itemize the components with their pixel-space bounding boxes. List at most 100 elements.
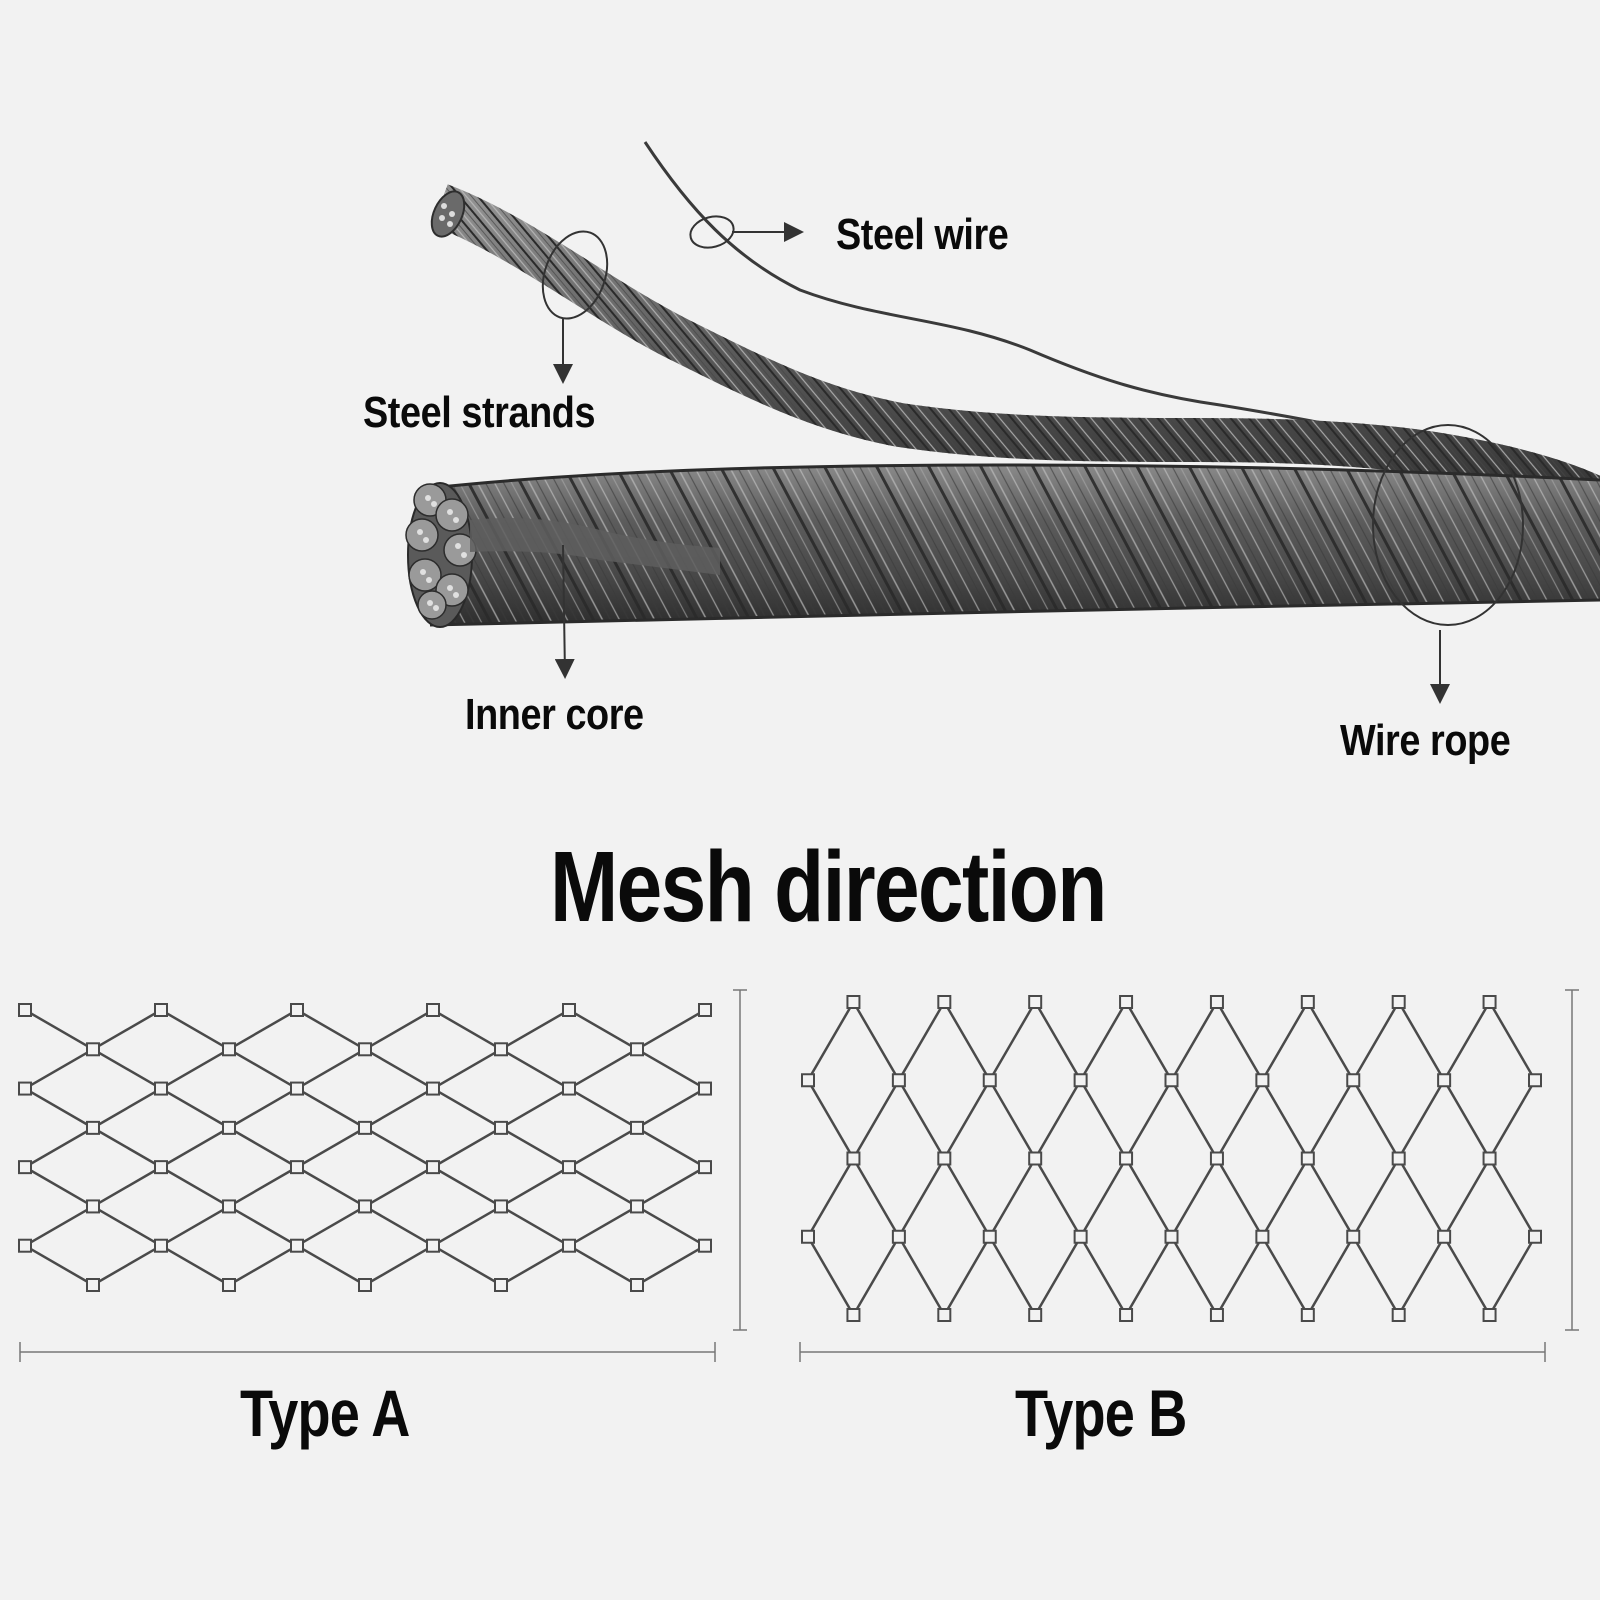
type-b-wire-segment	[1488, 1157, 1537, 1238]
type-a-ferrule-clip	[426, 1081, 440, 1096]
type-a-wire-segment	[364, 1244, 434, 1287]
type-b-ferrule-clip	[1482, 1308, 1497, 1322]
type-a-wire-segment	[500, 1205, 570, 1247]
type-b-ferrule-clip	[982, 1229, 997, 1244]
type-a-wire-segment	[24, 1205, 94, 1247]
type-b-wire-segment	[1079, 1079, 1128, 1160]
type-b-wire-segment	[1443, 1079, 1491, 1160]
type-a-ferrule-clip	[18, 1160, 32, 1175]
type-b-ferrule-clip	[1119, 1308, 1134, 1322]
type-b-wire-segment	[1306, 1157, 1355, 1238]
label-steel-strands: Steel strands	[363, 388, 596, 437]
rope-illustration	[405, 141, 1600, 704]
type-b-wire-segment	[1443, 1001, 1491, 1081]
type-b-wire-segment	[852, 1236, 900, 1316]
type-b-wire-segment	[1170, 1236, 1219, 1316]
type-b-ferrule-clip	[1209, 995, 1224, 1009]
type-a-ferrule-clip	[86, 1199, 100, 1214]
type-b-wire-segment	[1170, 1079, 1219, 1160]
type-b-wire-segment	[1079, 1157, 1128, 1238]
mesh-direction-title: Mesh direction	[550, 831, 1107, 943]
type-b-wire-segment	[1397, 1236, 1446, 1316]
type-a-ferrule-clip	[222, 1120, 236, 1135]
mesh-type-b	[801, 995, 1542, 1322]
type-b-ferrule-clip	[982, 1073, 997, 1088]
type-a-wire-segment	[160, 1048, 230, 1090]
type-b-wire-segment	[1170, 1157, 1219, 1238]
type-b-ferrule-clip	[1346, 1229, 1361, 1244]
type-b-wire-segment	[1034, 1236, 1082, 1316]
type-a-wire-segment	[568, 1126, 638, 1169]
type-a-ferrule-clip	[358, 1278, 372, 1292]
type-b-ferrule-clip	[1391, 1151, 1406, 1166]
type-a-ferrule-clip	[222, 1042, 236, 1057]
label-inner-core: Inner core	[465, 690, 644, 739]
type-a-ferrule-clip	[358, 1120, 372, 1135]
type-a-wire-segment	[296, 1008, 366, 1051]
type-a-wire-segment	[364, 1126, 434, 1169]
type-a-ferrule-clip	[494, 1042, 508, 1057]
label-steel-wire: Steel wire	[836, 210, 1009, 259]
steel-strand-upper	[430, 184, 1600, 520]
type-a-ferrule-clip	[426, 1003, 440, 1017]
type-a-wire-segment	[92, 1244, 162, 1287]
type-a-wire-segment	[160, 1126, 230, 1169]
type-b-wire-segment	[988, 1001, 1037, 1081]
type-a-ferrule-clip	[562, 1238, 576, 1253]
steel-wire-strand	[643, 141, 1401, 442]
type-a-ferrule-clip	[562, 1003, 576, 1017]
type-b-wire-segment	[897, 1157, 946, 1238]
type-b-wire-segment	[897, 1236, 946, 1316]
type-b-wire-segment	[852, 1001, 900, 1081]
type-b-wire-segment	[1034, 1157, 1082, 1238]
wire-rope-body	[405, 463, 1600, 628]
type-a-wire-segment	[92, 1205, 162, 1247]
type-b-wire-segment	[988, 1236, 1037, 1316]
type-b-wire-segment	[988, 1079, 1037, 1160]
type-a-wire-segment	[24, 1048, 94, 1090]
type-a-wire-segment	[568, 1205, 638, 1247]
type-a-wire-segment	[24, 1126, 94, 1169]
type-b-ferrule-clip	[937, 1151, 952, 1166]
type-b-wire-segment	[897, 1001, 946, 1081]
type-a-wire-segment	[636, 1205, 706, 1247]
label-type-b: Type B	[1015, 1376, 1187, 1450]
type-b-wire-segment	[1079, 1236, 1128, 1316]
type-a-wire-segment	[432, 1126, 502, 1169]
mesh-type-a-width-dimension	[19, 1342, 716, 1362]
type-a-wire-segment	[500, 1087, 570, 1129]
type-a-wire-segment	[160, 1166, 230, 1208]
type-b-wire-segment	[1261, 1157, 1309, 1238]
type-b-ferrule-clip	[846, 1151, 861, 1166]
type-a-wire-segment	[364, 1166, 434, 1208]
type-b-ferrule-clip	[1300, 1308, 1315, 1322]
type-b-ferrule-clip	[891, 1073, 906, 1088]
type-b-ferrule-clip	[801, 1229, 815, 1244]
type-b-ferrule-clip	[1164, 1229, 1179, 1244]
type-b-wire-segment	[943, 1001, 991, 1081]
mesh-type-a	[18, 1003, 712, 1292]
type-a-ferrule-clip	[290, 1160, 304, 1175]
type-b-ferrule-clip	[1346, 1073, 1361, 1088]
type-b-wire-segment	[1215, 1157, 1264, 1238]
type-a-wire-segment	[92, 1087, 162, 1129]
type-a-wire-segment	[568, 1244, 638, 1287]
type-a-ferrule-clip	[494, 1278, 508, 1292]
mesh-type-b-height-dimension	[1565, 989, 1579, 1331]
type-b-ferrule-clip	[1300, 1151, 1315, 1166]
type-a-wire-segment	[296, 1244, 366, 1287]
type-a-wire-segment	[24, 1008, 94, 1051]
type-a-ferrule-clip	[222, 1278, 236, 1292]
type-b-wire-segment	[1306, 1001, 1355, 1081]
type-a-ferrule-clip	[698, 1003, 712, 1017]
type-b-ferrule-clip	[1073, 1229, 1088, 1244]
type-a-ferrule-clip	[358, 1042, 372, 1057]
type-b-ferrule-clip	[937, 995, 952, 1009]
type-b-ferrule-clip	[1482, 995, 1497, 1009]
type-b-wire-segment	[1124, 1001, 1173, 1081]
mesh-type-b-width-dimension	[799, 1342, 1546, 1362]
type-b-ferrule-clip	[1437, 1073, 1452, 1088]
type-b-ferrule-clip	[1119, 1151, 1134, 1166]
type-a-wire-segment	[296, 1166, 366, 1208]
type-a-wire-segment	[364, 1048, 434, 1090]
